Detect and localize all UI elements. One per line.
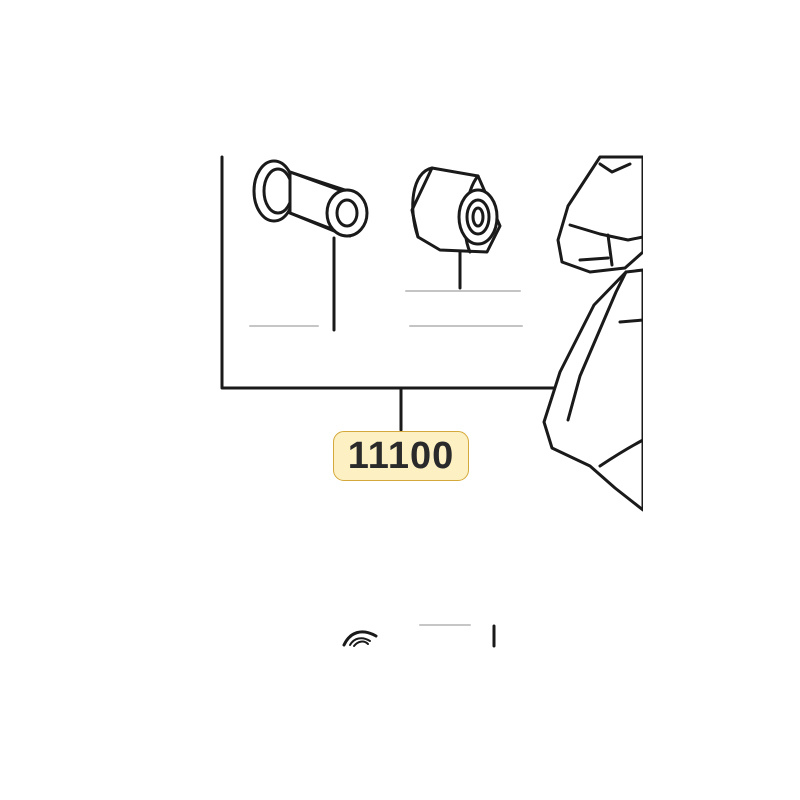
callout-bracket	[220, 155, 560, 432]
part-label-background	[333, 431, 469, 481]
flanged-bushing-part	[252, 159, 369, 332]
roller-bearing-part	[410, 166, 502, 290]
part-number-label[interactable]: 11100	[333, 431, 469, 481]
housing-part	[542, 155, 643, 512]
faint-remnant-marks	[249, 290, 523, 626]
spring-fragment	[342, 624, 496, 648]
